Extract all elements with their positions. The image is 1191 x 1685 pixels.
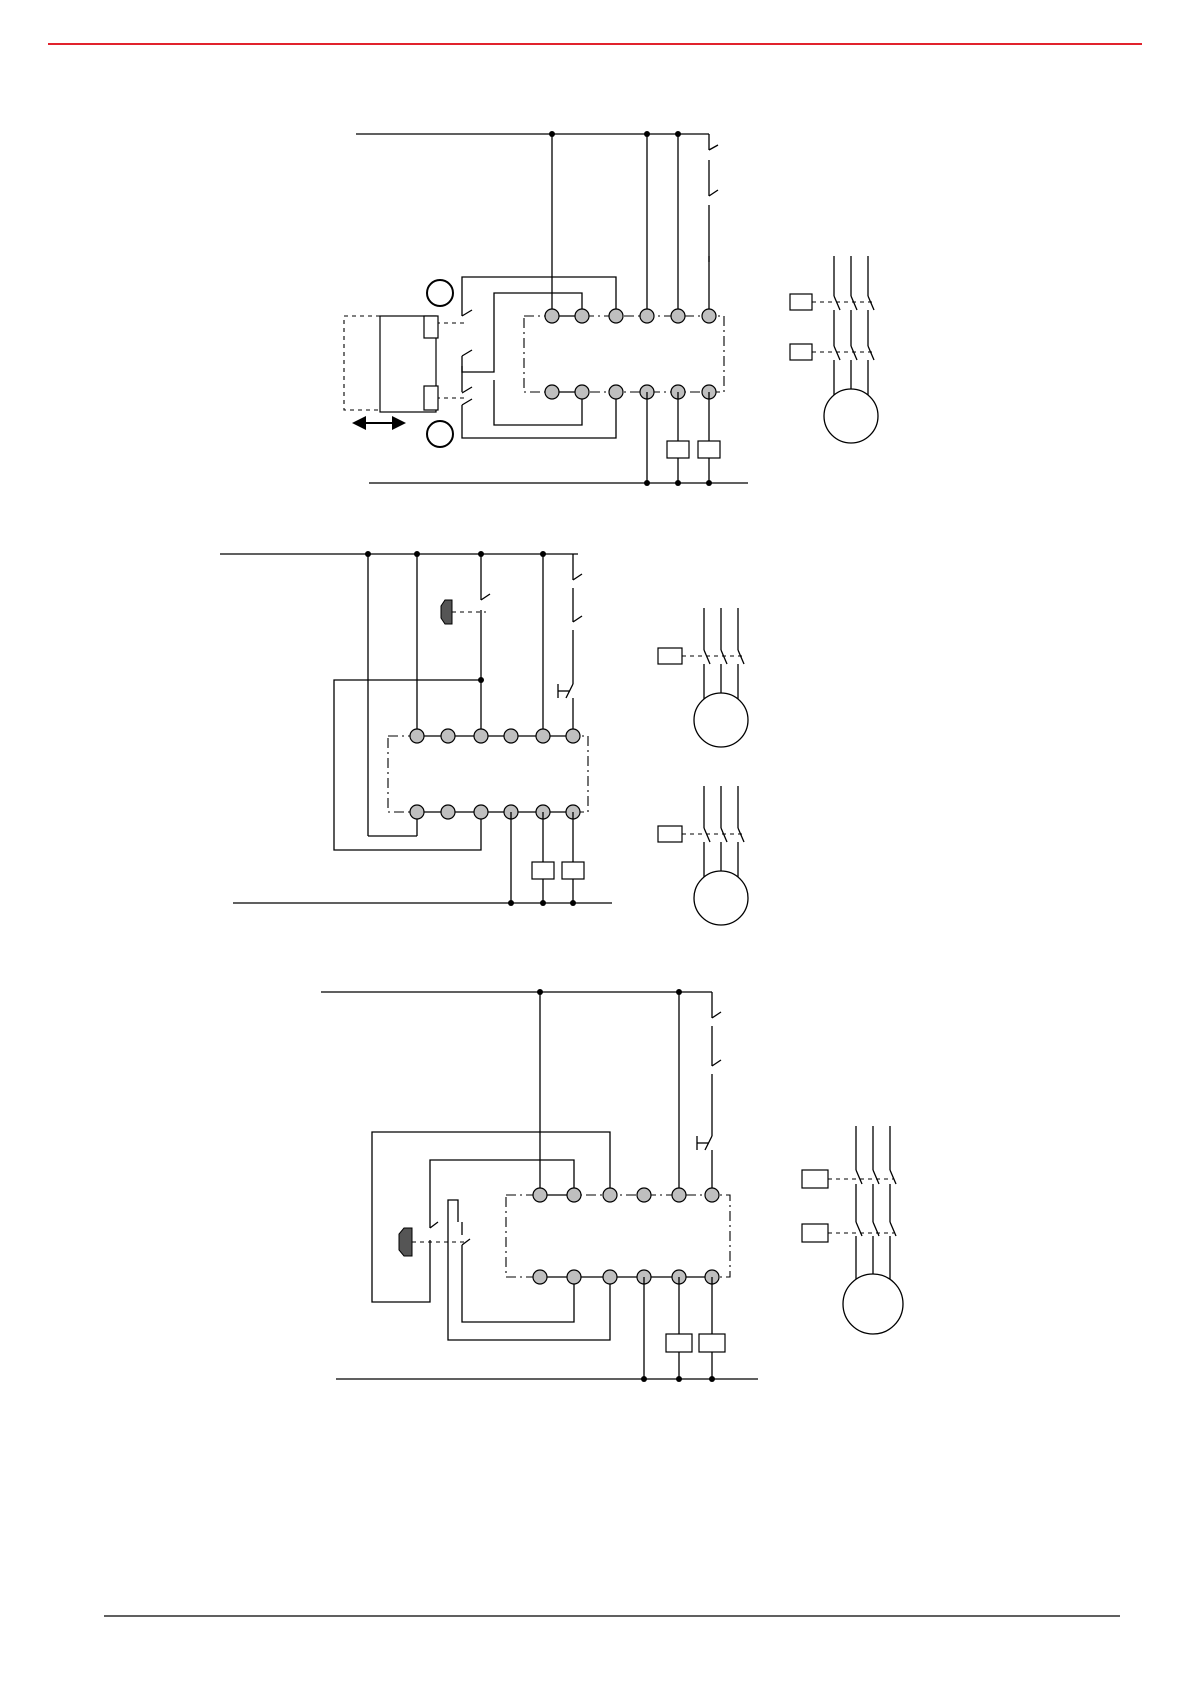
series-contacts (709, 134, 718, 316)
terminal-icon (474, 729, 488, 743)
motor-circuit-1 (790, 256, 878, 443)
coil-icon (562, 862, 584, 879)
terminal-icon (609, 309, 623, 323)
coil-icon (667, 441, 689, 458)
diagram-3 (321, 989, 903, 1382)
coil-icon (790, 344, 812, 360)
terminal-icon (640, 309, 654, 323)
terminal-icon (410, 729, 424, 743)
terminal-icon (533, 1270, 547, 1284)
terminal-icon (603, 1270, 617, 1284)
terminal-icon (637, 1188, 651, 1202)
double-arrow-icon (352, 416, 406, 430)
coil-icon (532, 862, 554, 879)
terminal-icon (545, 385, 559, 399)
terminal-icon (603, 1188, 617, 1202)
terminal-icon (705, 1188, 719, 1202)
terminal-row-bottom-2 (410, 805, 580, 819)
motor-circuit-2a (658, 608, 748, 747)
motor-circuit-3 (802, 1126, 903, 1334)
motor-icon (694, 871, 748, 925)
safety-relay-module-1 (524, 316, 724, 392)
terminal-icon (566, 729, 580, 743)
coil-icon (658, 648, 682, 664)
terminal-icon (609, 385, 623, 399)
diagram-1 (344, 131, 878, 486)
coil-icon (699, 1334, 725, 1352)
coil-icon (658, 826, 682, 842)
terminal-icon (545, 309, 559, 323)
terminal-icon (575, 309, 589, 323)
terminal-icon (567, 1188, 581, 1202)
terminal-icon (536, 729, 550, 743)
terminal-icon (410, 805, 424, 819)
safety-relay-module-2 (388, 736, 588, 812)
safety-relay-module-3 (506, 1195, 730, 1277)
terminal-icon (441, 729, 455, 743)
terminal-row-top-2 (410, 729, 580, 743)
terminal-icon (702, 309, 716, 323)
motor-icon (824, 389, 878, 443)
diagram-2 (220, 551, 748, 925)
coil-icon (802, 1224, 828, 1242)
actuator-key-icon (441, 600, 452, 624)
coil-icon (790, 294, 812, 310)
safety-gate (344, 316, 438, 412)
coil-icon (666, 1334, 692, 1352)
motor-circuit-2b (658, 786, 748, 925)
coil-icon (802, 1170, 828, 1188)
indicator-circle-bottom (427, 421, 453, 447)
actuator-key-icon (399, 1228, 412, 1256)
motor-icon (694, 693, 748, 747)
terminal-icon (567, 1270, 581, 1284)
terminal-icon (441, 805, 455, 819)
terminal-icon (504, 729, 518, 743)
terminal-icon (672, 1188, 686, 1202)
terminal-icon (671, 309, 685, 323)
terminal-row-bottom-3 (533, 1270, 719, 1284)
terminal-icon (575, 385, 589, 399)
motor-icon (843, 1274, 903, 1334)
terminal-icon (474, 805, 488, 819)
indicator-circle-top (427, 280, 453, 306)
terminal-icon (533, 1188, 547, 1202)
coil-icon (698, 441, 720, 458)
